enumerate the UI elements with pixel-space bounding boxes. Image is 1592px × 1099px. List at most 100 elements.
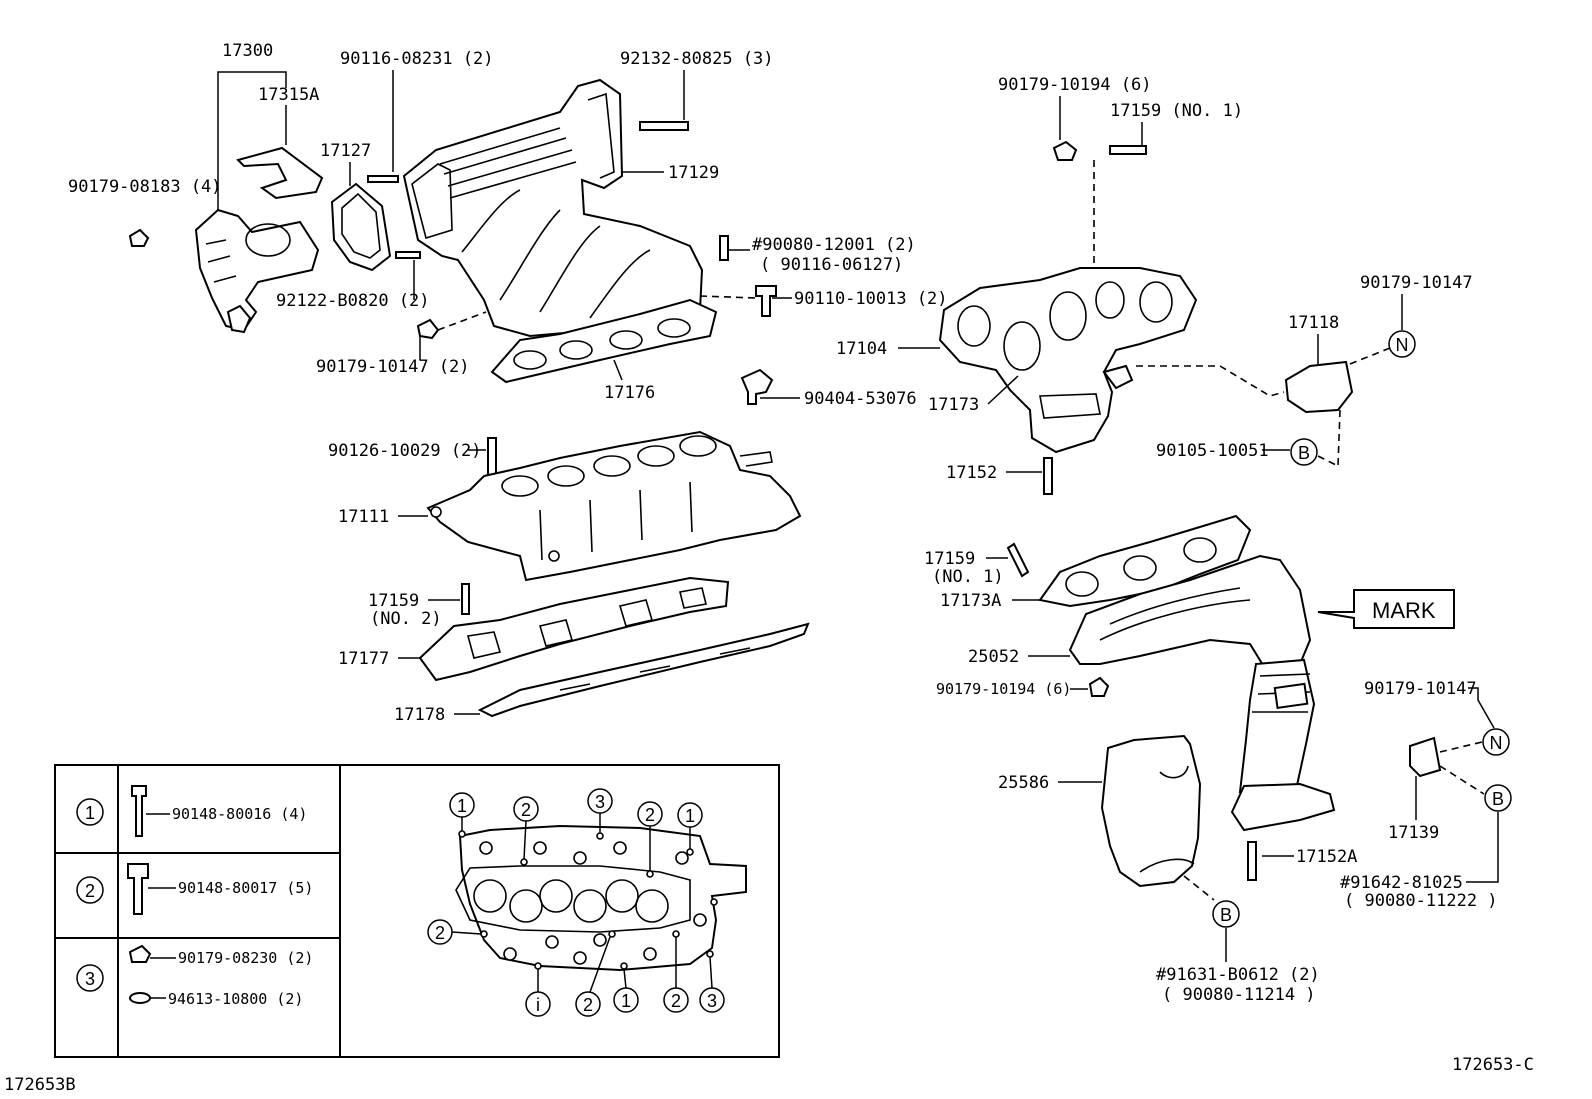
label-17178: 17178	[394, 705, 445, 725]
label-17127: 17127	[320, 141, 371, 161]
label-90179-08183: 90179-08183 (4)	[68, 177, 222, 197]
legend-item-1: 90148-80016 (4)	[172, 805, 307, 823]
callout-b	[1290, 438, 1318, 466]
seq-2b: 2	[645, 805, 655, 825]
bolt-legend-table: 1 90148-80016 (4) 2 90148-80017 (5) 3 90…	[54, 764, 780, 1058]
callout-b-3-text: B	[1492, 789, 1504, 809]
intake-manifold: 90126-10029 (2) 17111	[328, 430, 802, 582]
seq-1d: 1	[621, 991, 631, 1011]
label-17177: 17177	[338, 649, 389, 669]
label-90179-10147-r: 90179-10147	[1360, 273, 1473, 293]
stud-icon	[1109, 145, 1147, 155]
vacuum-union: 90404-53076	[740, 368, 917, 409]
bolt-icon	[755, 285, 777, 317]
nut-icon	[128, 944, 152, 963]
nut-icon	[1052, 140, 1078, 161]
bolt-icon	[131, 785, 147, 837]
label-17152A: 17152A	[1296, 847, 1357, 867]
label-17173: 17173	[928, 395, 979, 415]
callout-n-2	[1482, 728, 1510, 756]
label-91631-B0612: #91631-B0612 (2)	[1156, 965, 1320, 985]
label-17104: 17104	[836, 339, 887, 359]
seq-2e: 2	[671, 991, 681, 1011]
label-90179-10194-bot: 90179-10194 (6)	[936, 680, 1071, 698]
legend-item-3b: 94613-10800 (2)	[168, 990, 303, 1008]
exhaust-manifold-lh: 25052 MARK	[968, 554, 1455, 832]
label-17118: 17118	[1288, 313, 1339, 333]
heat-insulator: 25586 B #91631-B0612 (2) ( 90080-11214 )	[998, 734, 1320, 1005]
nut-icon	[128, 228, 150, 247]
label-90080-11214: ( 90080-11214 )	[1162, 985, 1316, 1005]
diagram-code-right: 172653-C	[1452, 1055, 1534, 1075]
stud-17152A: 17152A	[1247, 841, 1357, 881]
stud-icon	[461, 583, 470, 615]
label-17129: 17129	[668, 163, 719, 183]
label-17111: 17111	[338, 507, 389, 527]
intake-chamber-gasket-17176: 17176	[490, 298, 718, 403]
label-92122-B0820: 92122-B0820 (2)	[276, 291, 430, 311]
label-17159-no1: 17159	[924, 549, 975, 569]
label-90179-10147-2: 90179-10147 (2)	[316, 357, 470, 377]
seq-3a: 3	[595, 792, 605, 812]
callout-n-2-text: N	[1490, 733, 1503, 753]
exhaust-manifold-rh: 90179-10194 (6) 17159 (NO. 1) 17104 1717…	[836, 75, 1285, 454]
stud-icon	[719, 235, 729, 261]
label-17159-no2-sub: (NO. 2)	[370, 609, 442, 629]
seq-1a: 1	[457, 796, 467, 816]
stud-icon	[639, 121, 689, 131]
stud-icon	[1043, 457, 1053, 495]
washer-icon	[129, 992, 151, 1004]
callout-b-text: B	[1298, 443, 1310, 463]
label-17139: 17139	[1388, 823, 1439, 843]
legend-key-3	[76, 964, 104, 992]
legend-item-2: 90148-80017 (5)	[178, 879, 313, 897]
bolt-icon	[127, 863, 149, 915]
label-90080-11222: ( 90080-11222 )	[1344, 891, 1498, 911]
label-17152: 17152	[946, 463, 997, 483]
label-25586: 25586	[998, 773, 1049, 793]
label-90105-10051: 90105-10051	[1156, 441, 1269, 461]
nut-90179-10194-bottom: 90179-10194 (6)	[936, 676, 1110, 698]
label-17159-no1-sub: (NO. 1)	[932, 567, 1004, 587]
manifold-stay-17139: 90179-10147 N B 17139 #91642-81025 ( 900…	[1340, 679, 1512, 911]
label-92132-80825: 92132-80825 (3)	[620, 49, 774, 69]
stud-17152: 17152	[946, 457, 1053, 495]
label-mark: MARK	[1372, 598, 1436, 623]
stud-icon	[487, 437, 497, 479]
label-90116-08231: 90116-08231 (2)	[340, 49, 494, 69]
seq-1b: 1	[685, 806, 695, 826]
intake-chamber-gasket: 17127 90116-08231 (2) 92122-B0820 (2)	[276, 49, 494, 311]
stud-icon	[395, 251, 421, 259]
callout-b-3	[1484, 784, 1512, 812]
legend-key-2	[76, 876, 104, 904]
seq-2c: 2	[435, 923, 445, 943]
seq-2a: 2	[521, 800, 531, 820]
intake-air-chamber: 92132-80825 (3) 17129 #90080-12001 (2) (…	[316, 49, 948, 377]
seq-2d: 2	[583, 995, 593, 1015]
nut-icon	[1088, 676, 1110, 697]
legend-key-3-text: 3	[85, 969, 95, 989]
callout-n-text: N	[1396, 335, 1409, 355]
callout-b-2-text: B	[1220, 905, 1232, 925]
label-17315A: 17315A	[258, 85, 319, 105]
diagram-code-left: 172653B	[4, 1075, 76, 1095]
mark-box	[1317, 589, 1455, 629]
union-icon	[740, 368, 774, 405]
manifold-stay-17118: 90179-10147 N 17118 90105-10051 B	[1156, 273, 1473, 467]
throttle-body-assembly: 17300 17315A 90179-08183 (4)	[68, 41, 324, 334]
label-90080-12001: #90080-12001 (2)	[752, 235, 916, 255]
label-90179-10194-top: 90179-10194 (6)	[998, 75, 1152, 95]
label-17173A: 17173A	[940, 591, 1001, 611]
stud-icon	[367, 175, 399, 183]
callout-n	[1388, 330, 1416, 358]
label-90179-10147-br: 90179-10147	[1364, 679, 1477, 699]
exhaust-gasket-17173A: 17159 (NO. 1) 17173A	[924, 514, 1252, 611]
label-17300: 17300	[222, 41, 273, 61]
label-17176: 17176	[604, 383, 655, 403]
legend-key-1	[76, 798, 104, 826]
label-90404-53076: 90404-53076	[804, 389, 917, 409]
intake-manifold-gaskets: 17177 17178	[338, 576, 810, 725]
label-17159-no2: 17159	[368, 591, 419, 611]
callout-b-2	[1212, 900, 1240, 928]
stud-icon	[1006, 542, 1030, 578]
